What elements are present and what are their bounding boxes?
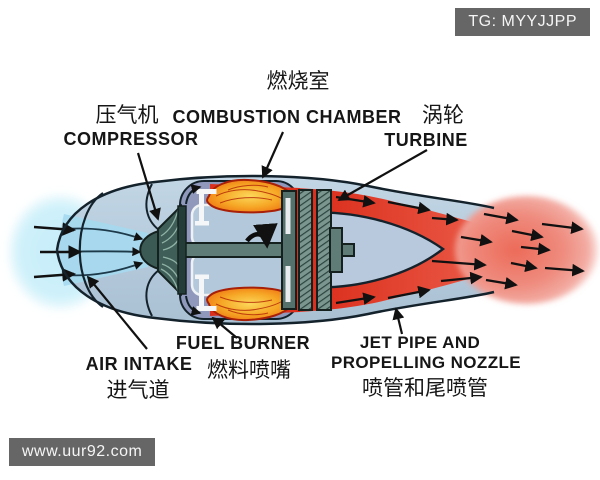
turbine-disc-1: [298, 189, 313, 311]
label-air-intake-zh: 进气道: [106, 378, 170, 402]
label-compressor-en: COMPRESSOR: [63, 129, 199, 149]
combustion-leader: [261, 131, 285, 179]
exhaust-flow-arrows: [335, 195, 585, 305]
label-jet-pipe-en-line2: PROPELLING NOZZLE: [330, 353, 522, 372]
shaft-bracket: [329, 227, 343, 273]
exhaust-plume: [455, 196, 599, 304]
label-jet-pipe-zh: 喷管和尾喷管: [362, 376, 488, 400]
label-leader-lines: [86, 131, 428, 350]
compressor-exit-band: [177, 205, 187, 295]
shaft-rotation-arrow: [245, 223, 278, 249]
label-turbine-en: TURBINE: [384, 130, 468, 150]
compressor-leader: [136, 152, 161, 221]
watermark-website: www.uur92.com: [9, 438, 156, 466]
label-fuel-burner-en: FUEL BURNER: [175, 333, 311, 353]
turbine-leader: [337, 149, 428, 201]
label-jet-pipe-en-line1: JET PIPE AND: [359, 333, 481, 352]
label-turbine-zh: 涡轮: [422, 103, 464, 127]
turbine-assembly: [281, 189, 355, 311]
label-fuel-burner-zh: 燃料喷嘴: [207, 358, 291, 382]
fuel-injector-top: [196, 189, 217, 224]
label-combustion-chamber-en: COMBUSTION CHAMBER: [172, 107, 402, 127]
cowl-curve-bottom: [145, 269, 160, 317]
fuel-burner-leader: [211, 316, 238, 339]
air-intake-arrows: [33, 222, 83, 282]
turbine-disc-2: [316, 189, 332, 311]
fuel-injector-bottom: [196, 276, 217, 311]
injector-foot-bottom: [195, 274, 209, 279]
jet-pipe-leader: [392, 307, 405, 335]
label-compressor-zh: 压气机: [95, 103, 159, 127]
air-intake-leader: [86, 275, 148, 350]
compressor-assembly: [139, 203, 187, 297]
shaft-stub: [341, 243, 355, 257]
label-air-intake-en: AIR INTAKE: [85, 354, 193, 374]
duct-flow-arrows: [185, 184, 202, 316]
label-combustion-chamber-zh: 燃烧室: [266, 69, 330, 93]
watermark-telegram: TG: MYYJJPP: [455, 8, 590, 36]
injector-foot-top: [195, 221, 209, 226]
